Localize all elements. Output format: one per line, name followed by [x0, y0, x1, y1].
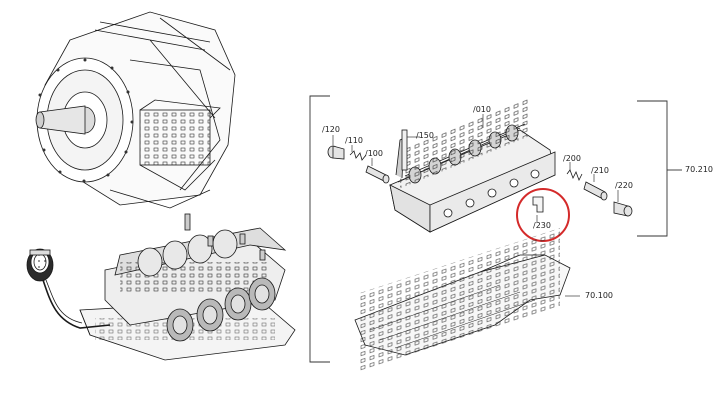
transmission-housing	[35, 11, 236, 209]
label-210: /210	[591, 166, 609, 175]
label-70210: 70.210	[685, 165, 713, 174]
label-220: /220	[615, 181, 633, 190]
small-parts	[327, 114, 633, 297]
label-230: /230	[533, 221, 551, 230]
label-70100: 70.100	[585, 291, 613, 300]
label-120: /120	[322, 125, 340, 134]
label-150: /150	[416, 131, 434, 140]
label-010: /010	[473, 105, 491, 114]
assembly-bracket	[309, 95, 682, 363]
mechatronic-assembly	[26, 213, 296, 361]
label-110: /110	[345, 136, 363, 145]
label-200: /200	[563, 154, 581, 163]
valve-block-010	[389, 95, 556, 233]
separator-plate-70100	[354, 228, 571, 374]
label-100: /100	[365, 149, 383, 158]
